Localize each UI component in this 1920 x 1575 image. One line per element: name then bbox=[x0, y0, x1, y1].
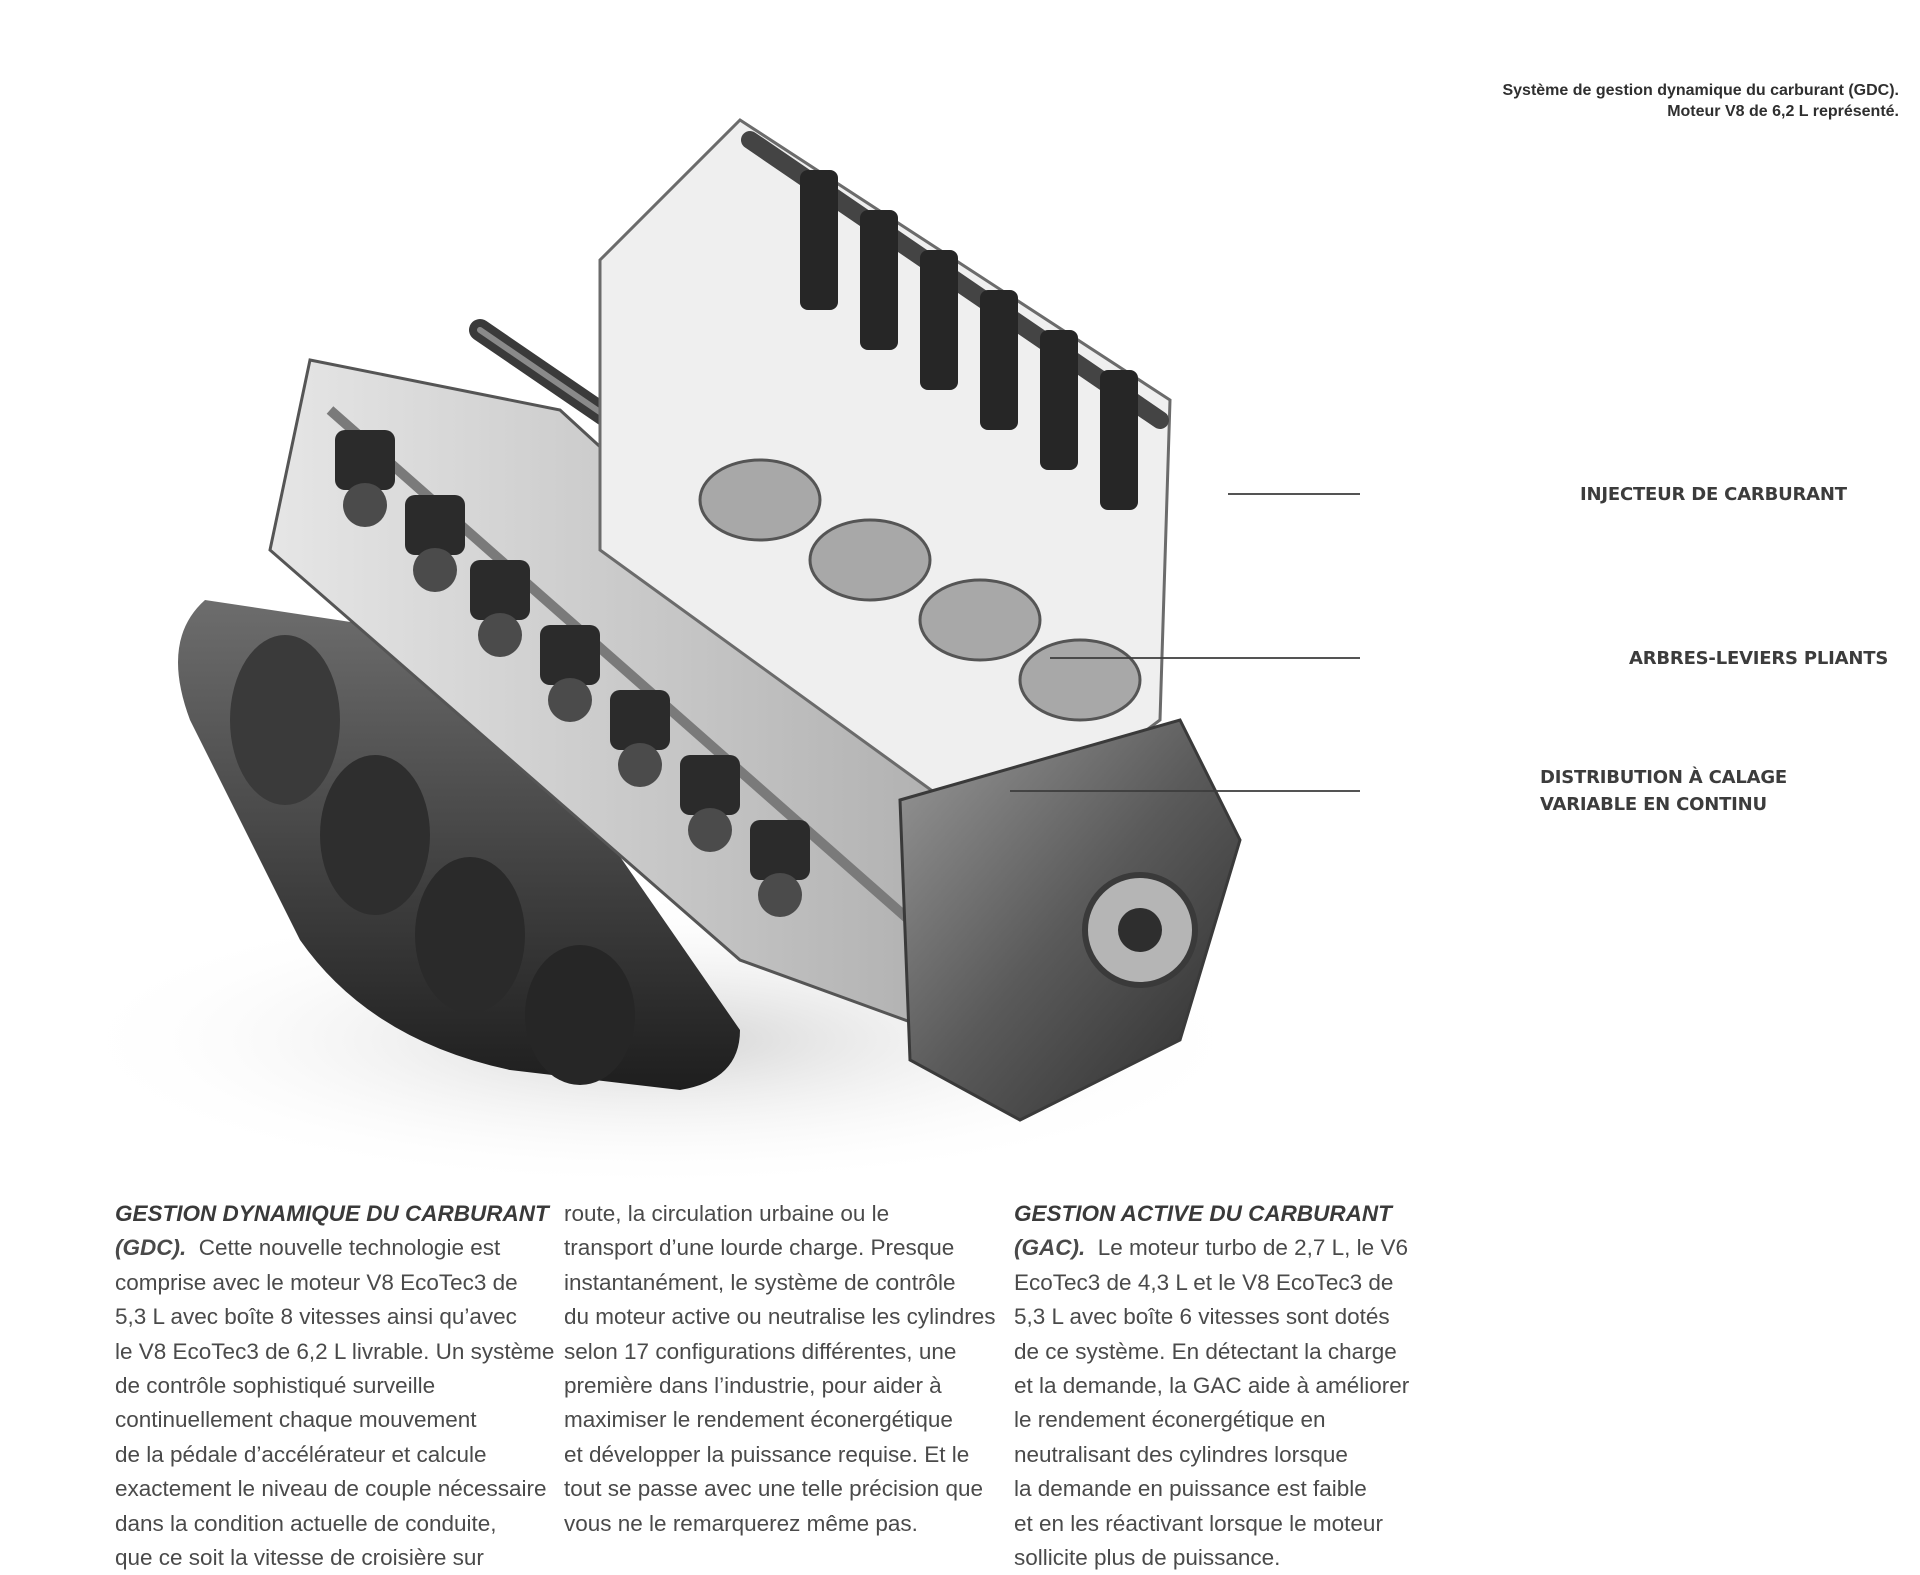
caption-line-2: Moteur V8 de 6,2 L représenté. bbox=[1667, 103, 1899, 120]
column-heading-inline: (GDC). bbox=[115, 1235, 187, 1261]
column-text-line: de la pédale d’accélérateur et calcule bbox=[115, 1441, 487, 1467]
column-heading-inline: (GAC). bbox=[1014, 1235, 1086, 1261]
column-text-line: dans la condition actuelle de conduite, bbox=[115, 1510, 497, 1536]
column-text-line: 5,3 L avec boîte 6 vitesses sont dotés bbox=[1014, 1304, 1390, 1330]
column-text-line: comprise avec le moteur V8 EcoTec3 de bbox=[115, 1269, 518, 1295]
callout-fuel-injector-line-1: INJECTEUR DE CARBURANT bbox=[1580, 484, 1847, 505]
timing-cover bbox=[898, 718, 1242, 1122]
column-text-line: Cette nouvelle technologie est bbox=[198, 1235, 501, 1261]
column-text-line: et en les réactivant lorsque le moteur bbox=[1014, 1510, 1383, 1536]
column-text-line: et la demande, la GAC aide à améliorer bbox=[1014, 1373, 1410, 1399]
column-text-line: EcoTec3 de 4,3 L et le V8 EcoTec3 de bbox=[1014, 1269, 1394, 1295]
column-text-line: exactement le niveau de couple nécessair… bbox=[115, 1476, 547, 1502]
column-text-line: 5,3 L avec boîte 8 vitesses ainsi qu’ave… bbox=[115, 1304, 517, 1330]
text-column-continued: route, la circulation urbaine ou le tran… bbox=[564, 1197, 996, 1541]
engine-illustration bbox=[40, 80, 1360, 1210]
column-text-line: instantanément, le système de contrôle bbox=[564, 1269, 956, 1295]
column-heading-line: GESTION DYNAMIQUE DU CARBURANT bbox=[115, 1201, 549, 1226]
right-bank bbox=[598, 118, 1172, 842]
column-text-line: que ce soit la vitesse de croisière sur bbox=[115, 1545, 484, 1571]
engine-drawing bbox=[60, 118, 1360, 1190]
column-line-with-heading: (GDC). Cette nouvelle technologie est bbox=[115, 1231, 545, 1265]
column-heading-line: GESTION ACTIVE DU CARBURANT bbox=[1014, 1201, 1392, 1226]
column-text-line: vous ne le remarquerez même pas. bbox=[564, 1510, 918, 1536]
exhaust-manifold bbox=[178, 600, 740, 1090]
column-text-line: selon 17 configurations différentes, une bbox=[564, 1338, 957, 1364]
column-text-line: le rendement éconergétique en bbox=[1014, 1407, 1326, 1433]
column-text-line: neutralisant des cylindres lorsque bbox=[1014, 1441, 1348, 1467]
callout-rocker-shafts: ARBRES-LEVIERS PLIANTS bbox=[1629, 645, 1888, 672]
left-rockers bbox=[335, 430, 810, 917]
column-text-line: sollicite plus de puissance. bbox=[1014, 1545, 1281, 1571]
column-text-line: de contrôle sophistiqué surveille bbox=[115, 1373, 436, 1399]
figure-caption: Système de gestion dynamique du carburan… bbox=[1339, 80, 1899, 122]
column-text-line: première dans l’industrie, pour aider à bbox=[564, 1373, 942, 1399]
column-text-line: Le moteur turbo de 2,7 L, le V6 bbox=[1097, 1235, 1408, 1261]
text-column-gdc: GESTION DYNAMIQUE DU CARBURANT (GDC). Ce… bbox=[115, 1197, 555, 1575]
column-text-line: transport d’une lourde charge. Presque bbox=[564, 1235, 955, 1261]
column-text-line: le V8 EcoTec3 de 6,2 L livrable. Un syst… bbox=[115, 1338, 555, 1364]
callout-timing-line-2: VARIABLE EN CONTINU bbox=[1540, 794, 1767, 815]
column-line-with-heading: (GAC). Le moteur turbo de 2,7 L, le V6 bbox=[1014, 1231, 1444, 1265]
column-text-line: continuellement chaque mouvement bbox=[115, 1407, 477, 1433]
column-text-line: tout se passe avec une telle précision q… bbox=[564, 1476, 984, 1502]
column-text-line: maximiser le rendement éconergétique bbox=[564, 1407, 953, 1433]
column-text-line: route, la circulation urbaine ou le bbox=[564, 1201, 890, 1226]
column-text-line: la demande en puissance est faible bbox=[1014, 1476, 1367, 1502]
column-text-line: et développer la puissance requise. Et l… bbox=[564, 1441, 970, 1467]
callout-leader-lines bbox=[1010, 493, 1360, 792]
callout-rocker-shafts-line-1: ARBRES-LEVIERS PLIANTS bbox=[1629, 648, 1889, 669]
callout-timing-line-1: DISTRIBUTION À CALAGE bbox=[1540, 767, 1787, 788]
column-text-line: du moteur active ou neutralise les cylin… bbox=[564, 1304, 996, 1330]
callout-variable-valve-timing: DISTRIBUTION À CALAGE VARIABLE EN CONTIN… bbox=[1540, 764, 1787, 818]
caption-line-1: Système de gestion dynamique du carburan… bbox=[1502, 82, 1899, 99]
callout-fuel-injector: INJECTEUR DE CARBURANT bbox=[1580, 481, 1847, 508]
text-column-gac: GESTION ACTIVE DU CARBURANT (GAC). Le mo… bbox=[1014, 1197, 1444, 1575]
column-text-line: de ce système. En détectant la charge bbox=[1014, 1338, 1397, 1364]
